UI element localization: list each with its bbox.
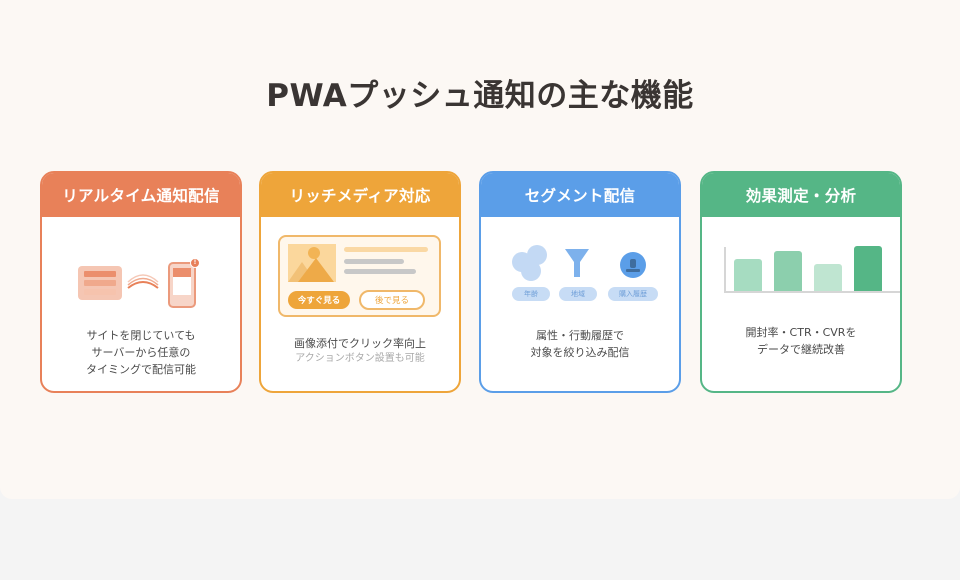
funnel-icon [565,249,589,277]
card-realtime-delivery: リアルタイム通知配信 ! サイトを閉じていても サーバーから任意の タイミングで… [40,171,242,393]
chart-bar [734,259,762,291]
card-description: サイトを閉じていても サーバーから任意の タイミングで配信可能 [86,329,196,376]
card-header: 効果測定・分析 [702,173,900,217]
card-header: セグメント配信 [481,173,679,217]
tag-purchase-history: 購入履歴 [608,287,658,301]
card-description: 画像添付でクリック率向上 アクションボタン設置も可能 [294,337,426,364]
chart-bar [814,264,842,291]
phone-icon [168,262,196,308]
page-title: PWAプッシュ通知の主な機能 [266,78,694,114]
card-header: リアルタイム通知配信 [42,173,240,217]
tag-region: 地域 [559,287,597,301]
watch-later-button: 後で見る [359,290,425,310]
user-cluster-icon [512,245,547,281]
segment-filter-icon: 年齢 地域 購入履歴 [509,243,659,303]
notification-badge: ! [190,258,200,268]
server-icon [78,266,122,300]
card-rich-media: リッチメディア対応 今すぐ見る 後で見る 画像添付でクリック率向上 アクションボ… [259,171,461,393]
chart-bar [774,251,802,291]
user-avatar-icon [620,252,646,278]
server-to-phone-push-icon: ! [78,258,202,310]
rich-notification-icon: 今すぐ見る 後で見る [278,235,441,317]
image-placeholder-icon [288,244,336,282]
card-description: 開封率・CTR・CVRを データで継続改善 [745,326,857,356]
card-segment-delivery: セグメント配信 年齢 地域 購入履歴 属性・行動履歴で 対象を絞り込み配信 [479,171,681,393]
card-header: リッチメディア対応 [261,173,459,217]
card-description: 属性・行動履歴で 対象を絞り込み配信 [530,329,630,359]
bar-chart-icon [724,246,900,297]
tag-age: 年齢 [512,287,550,301]
signal-wave-icon [127,274,159,289]
watch-now-button: 今すぐ見る [288,291,350,309]
chart-bar [854,246,882,291]
card-analytics: 効果測定・分析 開封率・CTR・CVRを データで継続改善 [700,171,902,393]
